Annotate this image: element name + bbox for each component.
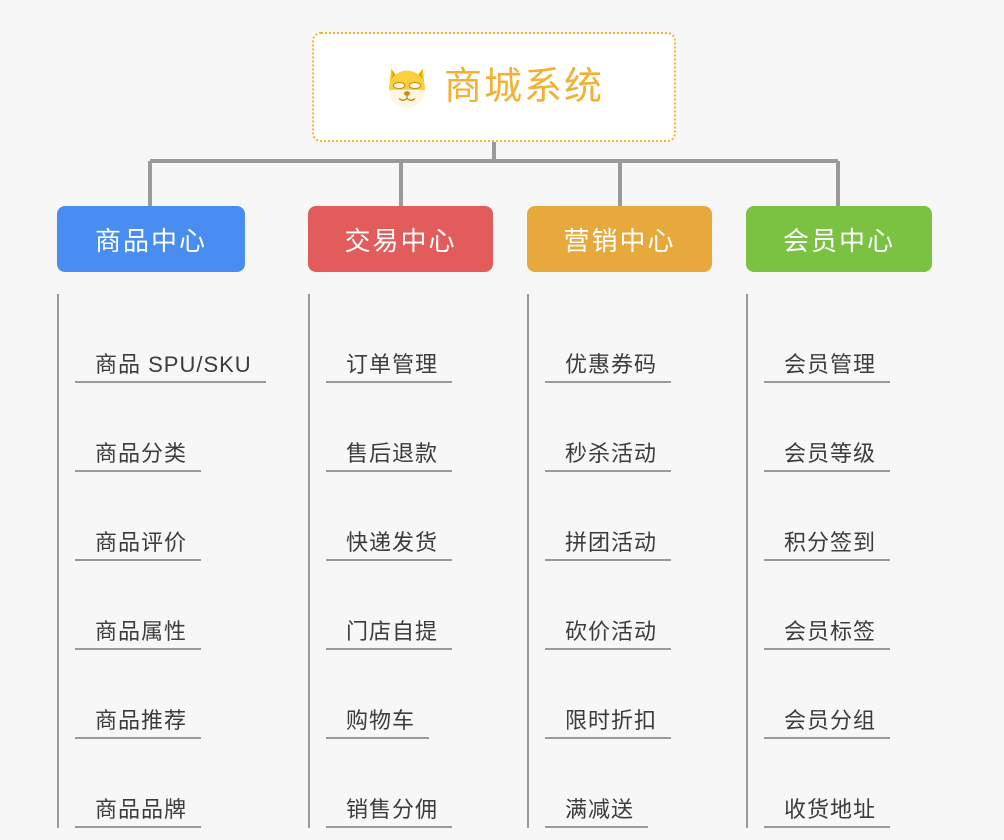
leaf-item[interactable]: 销售分佣	[326, 739, 452, 828]
leaf-item[interactable]: 限时折扣	[545, 650, 671, 739]
leaf-item[interactable]: 购物车	[326, 650, 429, 739]
leaf-item[interactable]: 商品分类	[75, 383, 201, 472]
leaf-item-label: 满减送	[565, 796, 635, 822]
leaf-list-1: 商品 SPU/SKU 商品分类商品评价商品属性商品推荐商品品牌	[57, 294, 266, 828]
category-header-2[interactable]: 交易中心	[308, 206, 493, 272]
leaf-item[interactable]: 商品 SPU/SKU	[75, 294, 266, 383]
leaf-item-label: 快递发货	[346, 529, 439, 555]
leaf-item[interactable]: 快递发货	[326, 472, 452, 561]
leaf-item[interactable]: 售后退款	[326, 383, 452, 472]
leaf-item[interactable]: 积分签到	[764, 472, 890, 561]
root-title: 商城系统	[443, 66, 604, 108]
leaf-item-label: 拼团活动	[565, 529, 658, 555]
leaf-item[interactable]: 拼团活动	[545, 472, 671, 561]
leaf-item[interactable]: 秒杀活动	[545, 383, 671, 472]
leaf-item-label: 会员标签	[784, 618, 877, 644]
category-column-2: 交易中心订单管理售后退款快递发货门店自提购物车销售分佣	[308, 206, 493, 828]
leaf-item-label: 砍价活动	[565, 618, 658, 644]
leaf-item[interactable]: 商品推荐	[75, 650, 201, 739]
leaf-item[interactable]: 会员等级	[764, 383, 890, 472]
leaf-item[interactable]: 会员标签	[764, 561, 890, 650]
leaf-item-label: 订单管理	[346, 351, 439, 377]
category-header-1[interactable]: 商品中心	[57, 206, 245, 272]
leaf-item-label: 限时折扣	[565, 707, 658, 733]
leaf-item[interactable]: 订单管理	[326, 294, 452, 383]
leaf-item[interactable]: 商品属性	[75, 561, 201, 650]
leaf-item-label: 会员分组	[784, 707, 877, 733]
leaf-item-label: 购物车	[346, 707, 416, 733]
leaf-item-label: 商品属性	[95, 618, 188, 644]
leaf-item-label: 销售分佣	[346, 796, 439, 822]
category-column-3: 营销中心优惠券码秒杀活动拼团活动砍价活动限时折扣满减送	[527, 206, 712, 828]
leaf-item[interactable]: 会员分组	[764, 650, 890, 739]
leaf-item[interactable]: 满减送	[545, 739, 648, 828]
leaf-item[interactable]: 商品品牌	[75, 739, 201, 828]
leaf-item[interactable]: 门店自提	[326, 561, 452, 650]
leaf-item[interactable]: 会员管理	[764, 294, 890, 383]
leaf-item-label: 商品品牌	[95, 796, 188, 822]
leaf-item-label: 售后退款	[346, 440, 439, 466]
leaf-item[interactable]: 优惠券码	[545, 294, 671, 383]
leaf-item-label: 会员等级	[784, 440, 877, 466]
leaf-list-2: 订单管理售后退款快递发货门店自提购物车销售分佣	[308, 294, 493, 828]
leaf-item[interactable]: 收货地址	[764, 739, 890, 828]
leaf-list-3: 优惠券码秒杀活动拼团活动砍价活动限时折扣满减送	[527, 294, 712, 828]
leaf-list-4: 会员管理会员等级积分签到会员标签会员分组收货地址	[746, 294, 932, 828]
leaf-item-label: 商品评价	[95, 529, 188, 555]
leaf-item[interactable]: 砍价活动	[545, 561, 671, 650]
leaf-item-label: 商品分类	[95, 440, 188, 466]
category-column-4: 会员中心会员管理会员等级积分签到会员标签会员分组收货地址	[746, 206, 932, 828]
category-header-3[interactable]: 营销中心	[527, 206, 712, 272]
leaf-item[interactable]: 商品评价	[75, 472, 201, 561]
shiba-dog-face-icon	[389, 68, 425, 108]
leaf-item-label: 会员管理	[784, 351, 877, 377]
leaf-item-label: 门店自提	[346, 618, 439, 644]
leaf-item-label: 收货地址	[784, 796, 877, 822]
category-column-1: 商品中心商品 SPU/SKU 商品分类商品评价商品属性商品推荐商品品牌	[57, 206, 266, 828]
category-header-4[interactable]: 会员中心	[746, 206, 932, 272]
leaf-item-label: 积分签到	[784, 529, 877, 555]
root-node[interactable]: 商城系统	[312, 32, 676, 142]
leaf-item-label: 商品 SPU/SKU	[95, 351, 252, 377]
leaf-item-label: 商品推荐	[95, 707, 188, 733]
leaf-item-label: 优惠券码	[565, 351, 658, 377]
leaf-item-label: 秒杀活动	[565, 440, 658, 466]
